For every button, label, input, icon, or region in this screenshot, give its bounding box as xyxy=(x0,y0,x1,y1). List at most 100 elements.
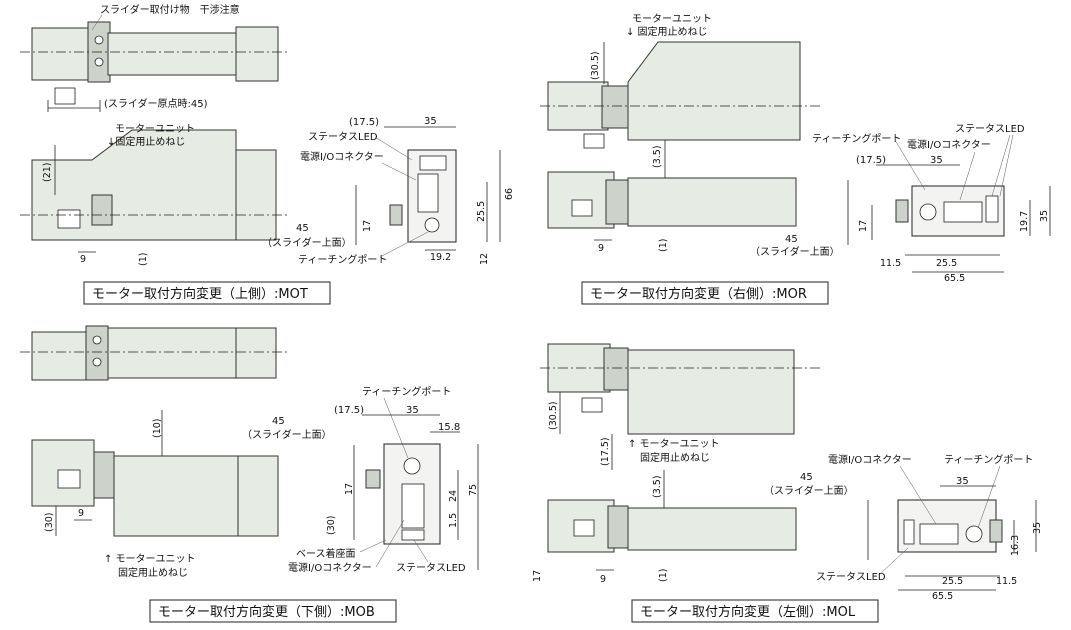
mor-label-teaching-port: ティーチングポート xyxy=(812,132,901,145)
mot-label-slider-top: （スライダー上面） xyxy=(262,236,352,249)
mol-dim-16-3: 16.3 xyxy=(1010,535,1021,556)
mol-dim-9: 9 xyxy=(600,574,606,585)
mol-dim-30-5: (30.5) xyxy=(548,401,559,430)
mol-label-status-led: ステータスLED xyxy=(816,571,886,583)
mor-dim-65-5: 65.5 xyxy=(944,273,965,284)
mor-label-status-led: ステータスLED xyxy=(955,123,1025,135)
mot-status-led-icon xyxy=(419,155,447,171)
mor-dim-1: (1) xyxy=(658,239,669,252)
mol-label-teaching-port: ティーチングポート xyxy=(944,453,1033,466)
mor-status-led-icon xyxy=(985,195,999,223)
mol-note-motor-unit-2: 固定用止めねじ xyxy=(640,451,710,464)
mor-label-power-io: 電源I/Oコネクター xyxy=(907,138,991,151)
mor-caption: モーター取付方向変更（右側）:MOR xyxy=(590,286,807,302)
mol-dim-45: 45 xyxy=(800,472,813,483)
mot-motor-top xyxy=(107,32,237,76)
mol-status-led-icon xyxy=(903,519,915,545)
mob-side-motor xyxy=(113,455,239,537)
mor-side-fitting-icon xyxy=(571,199,593,217)
mot-side-bracket xyxy=(91,194,113,226)
mor-power-io-connector xyxy=(943,201,983,223)
mob-note-motor-unit-2: 固定用止めねじ xyxy=(118,566,188,579)
mol-dim-11-5: 11.5 xyxy=(996,576,1017,587)
mob-rail-top xyxy=(31,331,93,381)
mob-status-led-icon xyxy=(401,529,425,541)
mot-label-status-led: ステータスLED xyxy=(308,131,378,143)
mob-dim-30-side: (30) xyxy=(326,515,337,535)
mob-end-fitting xyxy=(365,469,381,489)
mot-caption-box xyxy=(83,281,331,305)
mol-side-fitting-icon xyxy=(573,519,595,537)
mob-label-status-led: ステータスLED xyxy=(396,562,466,574)
mol-dim-3-5: (3.5) xyxy=(652,475,663,498)
mob-dim-10: (10) xyxy=(152,418,163,438)
view-mol: (30.5) (17.5) ↑ モーターユニット 固定用止めねじ (3.5) 9… xyxy=(532,343,1043,623)
mot-side-motor-end xyxy=(235,149,277,241)
mor-dim-17: 17 xyxy=(858,220,869,232)
mob-dim-45: 45 xyxy=(272,416,285,427)
mot-side-body xyxy=(31,129,237,241)
mob-caption-box xyxy=(149,599,397,623)
mot-screw-icon xyxy=(94,35,104,45)
mor-dim-3-5: (3.5) xyxy=(652,145,663,168)
mor-dim-35-side: 35 xyxy=(1039,210,1050,222)
mob-caption: モーター取付方向変更（下側）:MOB xyxy=(158,604,375,620)
mob-side-fitting-icon xyxy=(57,469,81,489)
mol-side-bracket xyxy=(607,505,629,549)
mot-teaching-port-icon xyxy=(424,217,440,233)
mot-end-fitting xyxy=(389,204,403,226)
mol-caption-box xyxy=(631,599,879,623)
mor-motor-top xyxy=(627,41,801,141)
mot-dim-25-5: 25.5 xyxy=(476,201,487,222)
mob-note-motor-unit-1: ↑ モーターユニット xyxy=(104,553,196,565)
mot-dim-45: 45 xyxy=(296,223,309,234)
mob-label-base-mount: ベース着座面 xyxy=(296,547,356,560)
mob-dim-17: 17 xyxy=(344,483,355,495)
mor-dim-35-top: 35 xyxy=(930,155,943,166)
mob-side-bracket xyxy=(93,451,115,499)
mol-dim-17: 17 xyxy=(532,570,543,582)
mot-power-io-connector xyxy=(417,173,439,213)
mot-dim-17: 17 xyxy=(362,220,373,232)
mot-dim-1: (1) xyxy=(138,253,149,266)
mol-caption: モーター取付方向変更（左側）:MOL xyxy=(640,604,856,620)
mol-dim-1: (1) xyxy=(658,569,669,582)
mor-dim-30-5: (30.5) xyxy=(590,51,601,80)
mot-note-origin: (スライダー原点時:45) xyxy=(104,97,208,110)
mol-dim-17-5: (17.5) xyxy=(600,437,611,466)
mot-dim-35: 35 xyxy=(424,116,437,127)
mor-caption-box xyxy=(581,281,829,305)
mob-screw-icon xyxy=(92,335,102,345)
mor-slider-top xyxy=(601,85,629,129)
mot-label-teaching-port: ティーチングポート xyxy=(298,253,387,266)
mor-label-slider-top: （スライダー上面） xyxy=(750,245,840,258)
mob-teaching-port-icon xyxy=(403,457,421,475)
mol-motor-top xyxy=(627,349,795,435)
mob-label-slider-top: （スライダー上面） xyxy=(242,428,332,441)
mob-label-power-io: 電源I/Oコネクター xyxy=(288,561,372,574)
view-mor: モーターユニット ↓ 固定用止めねじ (30.5) (3.5) 9 (1) ティ… xyxy=(540,13,1051,305)
mob-dim-17-5: (17.5) xyxy=(334,405,364,416)
mor-dim-45: 45 xyxy=(785,234,798,245)
mor-dim-11-5: 11.5 xyxy=(880,258,901,269)
mob-dim-9: 9 xyxy=(78,508,84,519)
mot-note-motor-unit-2: ↓固定用止めねじ xyxy=(107,135,185,148)
mol-note-motor-unit-1: ↑ モーターユニット xyxy=(628,438,720,450)
mot-rail-top xyxy=(31,27,95,81)
mol-dim-35: 35 xyxy=(956,476,969,487)
mot-fitting-icon xyxy=(54,87,76,105)
mor-note-motor-unit-1: モーターユニット xyxy=(632,13,712,25)
mor-dim-25-5: 25.5 xyxy=(936,258,957,269)
mob-label-teaching-port: ティーチングポート xyxy=(362,385,451,398)
mol-dim-25-5: 25.5 xyxy=(942,576,963,587)
mot-screw-icon xyxy=(94,57,104,67)
mor-dim-9: 9 xyxy=(598,243,604,254)
mob-motor-top xyxy=(107,327,237,379)
mor-side-motor xyxy=(627,177,797,227)
mol-dim-35-side: 35 xyxy=(1032,522,1043,534)
mot-label-power-io: 電源I/Oコネクター xyxy=(300,150,384,163)
mob-dim-75: 75 xyxy=(468,484,479,496)
mot-dim-17-5: (17.5) xyxy=(349,117,379,128)
mor-teaching-port-icon xyxy=(919,203,937,221)
